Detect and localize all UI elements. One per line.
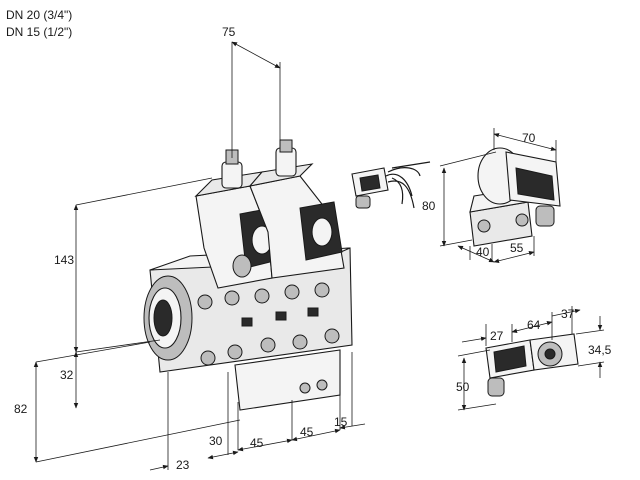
- dim-height-base: 82: [14, 402, 28, 416]
- dim-connector-37: 37: [561, 307, 575, 321]
- dim-connector-height: 34,5: [588, 343, 612, 357]
- solenoid-actuator-icon: [469, 147, 561, 247]
- cable-plug-icon: [351, 161, 431, 209]
- dim-bottom-15: 15: [334, 415, 348, 429]
- dim-bottom-45a: 45: [250, 436, 264, 450]
- size-label-dn20: DN 20 (3/4"): [6, 8, 73, 22]
- dim-actuator-height: 80: [422, 199, 436, 213]
- dim-height-total: 143: [54, 253, 74, 267]
- dimension-lines: [33, 41, 605, 471]
- dim-connector-27: 27: [490, 329, 504, 343]
- dim-connector-drop: 50: [456, 380, 470, 394]
- dim-actuator-width: 70: [522, 131, 536, 145]
- size-label-dn15: DN 15 (1/2"): [6, 25, 73, 39]
- plug-connector-icon: [485, 333, 579, 397]
- dim-bottom-45b: 45: [300, 425, 314, 439]
- double-solenoid-valve-icon: [143, 139, 353, 411]
- dim-actuator-offset: 55: [510, 241, 524, 255]
- dim-height-lower: 32: [60, 368, 74, 382]
- dim-bottom-23: 23: [176, 458, 190, 472]
- dim-bottom-30: 30: [209, 434, 223, 448]
- dim-actuator-depth: 40: [476, 245, 490, 259]
- dim-connector-64: 64: [527, 318, 541, 332]
- dim-top-spacing: 75: [222, 25, 236, 39]
